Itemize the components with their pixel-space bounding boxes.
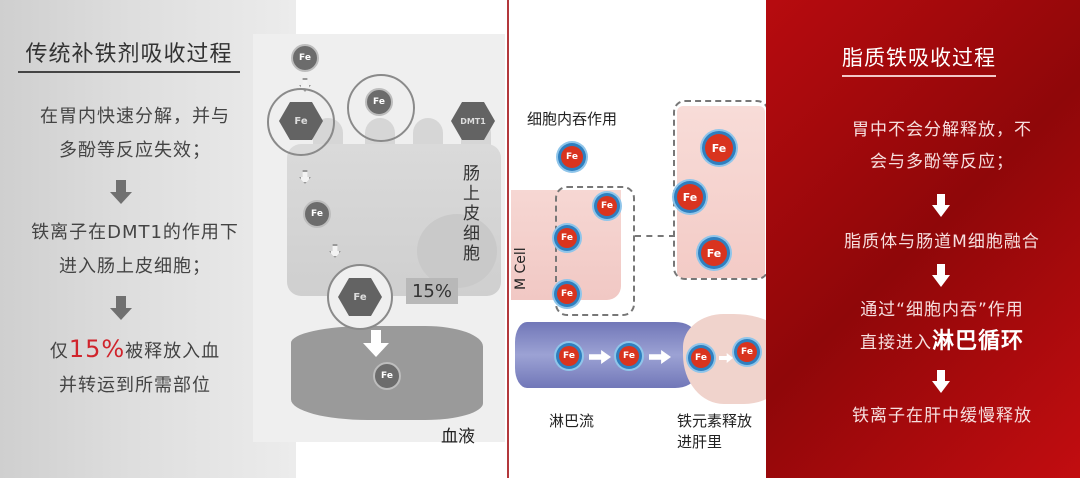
step-3-line-2: 并转运到所需部位 (59, 375, 211, 396)
liposome-iron-icon: Fe (557, 228, 577, 248)
iron-ion-icon: Fe (365, 88, 393, 116)
epithelial-cell-label: 肠上皮细胞 (463, 164, 480, 264)
liver-release-label: 铁元素释放进肝里 (677, 412, 753, 451)
liposome-iron-icon: Fe (557, 284, 577, 304)
arrow-right-icon (719, 353, 733, 363)
liposome-iron-icon: Fe (561, 146, 583, 168)
step-1-line-2: 多酚等反应失效； (59, 140, 211, 161)
down-arrow-icon (932, 370, 950, 394)
liposomal-step-4: 铁离子在肝中缓慢释放 (812, 400, 1072, 432)
liposome-iron-icon: Fe (597, 196, 617, 216)
section-divider (507, 0, 509, 478)
iron-ion-icon: Fe (291, 44, 319, 72)
down-arrow-icon (363, 330, 389, 358)
liposome-iron-icon: Fe (619, 346, 639, 366)
connector-line (635, 235, 675, 237)
step-3-line-1: 仅15%被释放入血 (0, 332, 270, 369)
liposome-iron-icon: Fe (691, 348, 711, 368)
traditional-step-1: 在胃内快速分解，并与 多酚等反应失效； (0, 100, 270, 168)
iron-hexagon-icon: Fe (279, 102, 323, 140)
iron-hexagon-icon: Fe (338, 278, 382, 316)
liposomal-step-1: 胃中不会分解释放，不 会与多酚等反应； (812, 114, 1072, 178)
highlight-ring (267, 88, 335, 156)
down-arrow-icon (110, 296, 132, 320)
step-2-line-2: 进入肠上皮细胞； (59, 256, 211, 277)
step-2-line-1: 铁离子在DMT1的作用下 (31, 222, 239, 243)
traditional-step-2: 铁离子在DMT1的作用下 进入肠上皮细胞； (0, 216, 270, 284)
traditional-process-panel: 传统补铁剂吸收过程 在胃内快速分解，并与 多酚等反应失效； 铁离子在DMT1的作… (0, 0, 296, 478)
liposome-iron-icon: Fe (705, 134, 733, 162)
step-4-line-1: 铁离子在肝中缓慢释放 (852, 406, 1032, 426)
cell-nucleus (417, 214, 497, 288)
down-arrow-icon (110, 180, 132, 204)
highlight-ring (347, 74, 415, 142)
blood-label: 血液 (441, 427, 475, 447)
m-cell-label: M Cell (513, 247, 529, 290)
liposome-iron-icon: Fe (559, 346, 579, 366)
lymph-circulation-highlight: 淋巴循环 (931, 329, 1024, 354)
dmt1-transporter-icon: DMT1 (451, 102, 495, 140)
lymph-flow-label: 淋巴流 (549, 412, 595, 430)
traditional-step-3: 仅15%被释放入血 并转运到所需部位 (0, 332, 270, 403)
step-3-line-1: 通过“细胞内吞”作用 (860, 300, 1024, 320)
liposome-iron-icon: Fe (701, 240, 727, 266)
liposomal-process-title: 脂质铁吸收过程 (842, 42, 996, 77)
iron-ion-icon: Fe (303, 200, 331, 228)
step-3-prefix: 仅 (49, 341, 69, 362)
down-arrow-icon (932, 264, 950, 288)
endocytosis-label: 细胞内吞作用 (527, 110, 618, 128)
down-arrow-icon (932, 194, 950, 218)
step-3-suffix: 被释放入血 (125, 341, 221, 362)
absorption-percent-badge: 15% (406, 278, 458, 304)
traditional-absorption-diagram: Fe Fe Fe DMT1 Fe 肠上皮细胞 Fe 15% Fe 血液 (253, 34, 505, 447)
step-1-line-1: 胃中不会分解释放，不 (852, 120, 1032, 140)
liposomal-process-panel: 脂质铁吸收过程 胃中不会分解释放，不 会与多酚等反应； 脂质体与肠道M细胞融合 … (766, 0, 1080, 478)
step-3-line-2: 直接进入淋巴循环 (812, 326, 1072, 359)
liposome-iron-icon: Fe (677, 184, 703, 210)
traditional-process-title: 传统补铁剂吸收过程 (18, 36, 240, 73)
step-3-prefix: 直接进入 (859, 333, 932, 353)
fifteen-percent-highlight: 15% (68, 335, 126, 363)
iron-ion-icon: Fe (373, 362, 401, 390)
zoom-region-box (555, 186, 635, 316)
step-1-line-2: 会与多酚等反应； (870, 152, 1014, 172)
liposome-iron-icon: Fe (737, 342, 757, 362)
liposomal-step-2: 脂质体与肠道M细胞融合 (812, 226, 1072, 258)
step-2-line-1: 脂质体与肠道M细胞融合 (844, 232, 1040, 252)
liposomal-absorption-diagram: 细胞内吞作用 M Cell Fe Fe Fe Fe Fe Fe Fe Fe Fe… (509, 0, 795, 478)
liposomal-step-3: 通过“细胞内吞”作用 直接进入淋巴循环 (812, 294, 1072, 359)
step-1-line-1: 在胃内快速分解，并与 (40, 106, 230, 127)
